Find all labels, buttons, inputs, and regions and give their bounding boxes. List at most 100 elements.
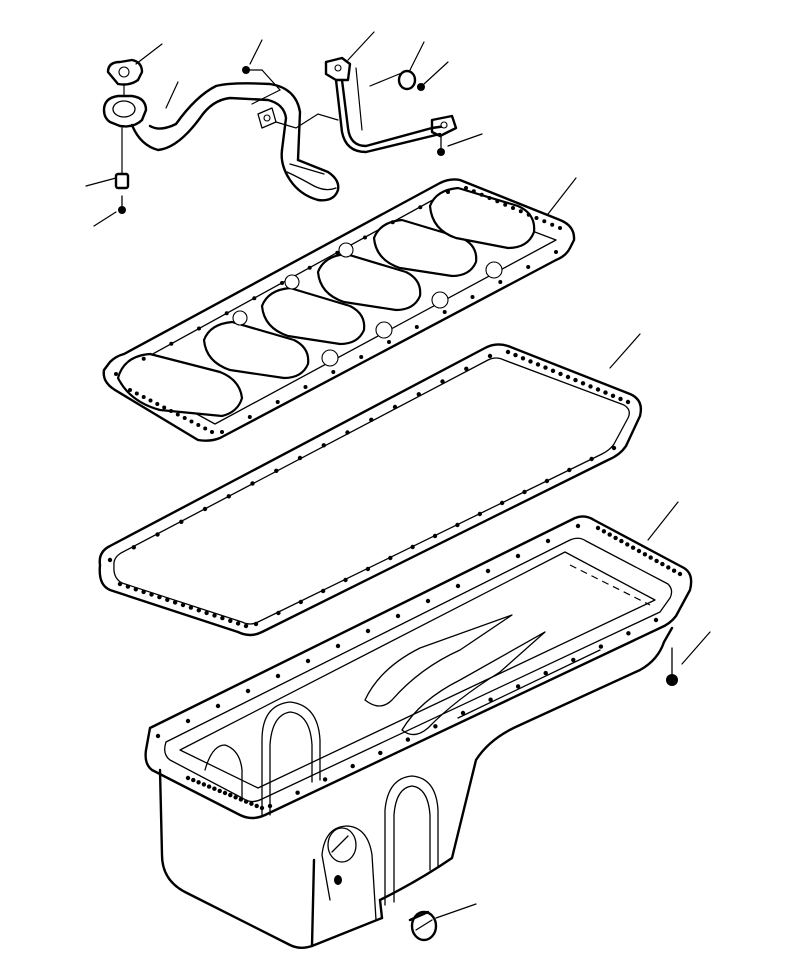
bolt-hole (455, 522, 460, 528)
bolt-hole (526, 265, 531, 269)
oil-suction-pipe-strainer (102, 58, 340, 202)
bolt-hole (196, 780, 201, 785)
bolt-hole (222, 790, 228, 796)
bolt-hole (505, 349, 511, 355)
bolt-hole (613, 535, 618, 541)
bolt-hole (464, 366, 469, 371)
bolt-hole (432, 533, 438, 539)
bolt-hole (543, 365, 548, 370)
bolt-hole (238, 797, 244, 802)
bolt-hole (619, 538, 624, 544)
bolt-hole (131, 545, 136, 550)
bolt-hole (196, 608, 201, 613)
bolt-hole (295, 790, 300, 795)
bolt-hole (660, 561, 665, 567)
bolt-hole (470, 295, 475, 299)
bolt-hole (133, 587, 138, 592)
bolt-hole (210, 430, 214, 434)
bolt-hole (141, 589, 146, 595)
bolt-hole (498, 280, 503, 284)
bolt-hole (392, 404, 398, 410)
bolt-hole (297, 455, 303, 461)
oil-pan-bolt (666, 647, 678, 686)
bolt-hole (182, 416, 187, 420)
callout-leaders (85, 31, 711, 919)
bolt-hole (387, 340, 391, 344)
bolt-hole (571, 657, 576, 663)
bolt-hole (410, 544, 415, 550)
bolt-hole (471, 189, 476, 194)
bolt-hole (322, 777, 328, 782)
bolt-hole (125, 584, 131, 589)
bolt-hole (359, 355, 364, 359)
bolt-hole (141, 395, 146, 399)
bolt-hole (185, 775, 191, 781)
bolt-hole (479, 192, 484, 197)
assembly-lines (121, 67, 405, 175)
bolt-hole (455, 583, 461, 589)
bolt-hole (331, 370, 336, 374)
bolt-hole (220, 430, 224, 434)
bolt-hole (598, 644, 604, 649)
bolt-hole (433, 724, 438, 729)
bolt-hole (215, 703, 221, 709)
bolt-hole (169, 341, 174, 346)
bolt-hole (303, 385, 308, 389)
bolt-hole (165, 597, 170, 602)
bolt-hole (197, 326, 201, 331)
bolt-hole (522, 489, 527, 495)
bolt-hole (610, 393, 616, 398)
bolt-hole (128, 388, 132, 392)
bolt-hole (172, 600, 178, 605)
bolt-hole (204, 610, 209, 616)
drain-plug (408, 910, 438, 942)
bolt-hole (520, 356, 526, 361)
bolt-hole (298, 599, 303, 605)
bolt-hole (390, 220, 395, 225)
bolt-hole (267, 803, 273, 809)
bolt-hole (648, 555, 653, 560)
bolt-hole (188, 605, 194, 610)
bolt-hole (550, 222, 555, 227)
bolt-hole (224, 311, 229, 316)
bolt-hole (275, 400, 280, 404)
bolt-hole (335, 250, 340, 255)
bolt-hole (365, 566, 371, 572)
pipe-bracket-bolt (242, 66, 263, 74)
bolt-hole (625, 399, 631, 405)
bolt-hole (388, 555, 393, 561)
bolt-hole (575, 523, 581, 529)
bolt-hole (243, 799, 249, 804)
bolt-hole (321, 443, 326, 448)
bolt-hole (274, 468, 279, 473)
bolt-hole (630, 545, 636, 550)
bolt-hole (626, 631, 631, 636)
bolt-hole (601, 529, 607, 534)
bolt-hole (595, 525, 601, 531)
bolt-hole (558, 371, 563, 377)
bolt-hole (233, 795, 238, 800)
bolt-hole (464, 186, 468, 190)
bolt-hole (245, 688, 251, 694)
bolt-hole (485, 568, 491, 574)
bolt-hole (495, 199, 500, 204)
bolt-hole (350, 763, 355, 769)
bolt-hole (515, 684, 521, 689)
stiffener-plate (102, 178, 576, 442)
bolt-hole (235, 621, 241, 626)
bolt-hole (275, 673, 281, 679)
bolt-hole (534, 216, 539, 220)
bolt-hole (114, 372, 118, 376)
bolt-hole (588, 384, 593, 389)
bolt-hole (545, 538, 551, 544)
bolt-hole (677, 571, 683, 577)
bolt-hole (228, 792, 233, 798)
bolt-hole (259, 805, 265, 811)
suction-pipe-flange-gasket (106, 58, 144, 86)
bolt-hole (141, 356, 146, 361)
bolt-hole (442, 310, 447, 314)
bolt-hole (148, 398, 153, 403)
bolt-hole (595, 387, 601, 392)
bolt-hole (365, 628, 371, 634)
bolt-hole (618, 396, 623, 402)
